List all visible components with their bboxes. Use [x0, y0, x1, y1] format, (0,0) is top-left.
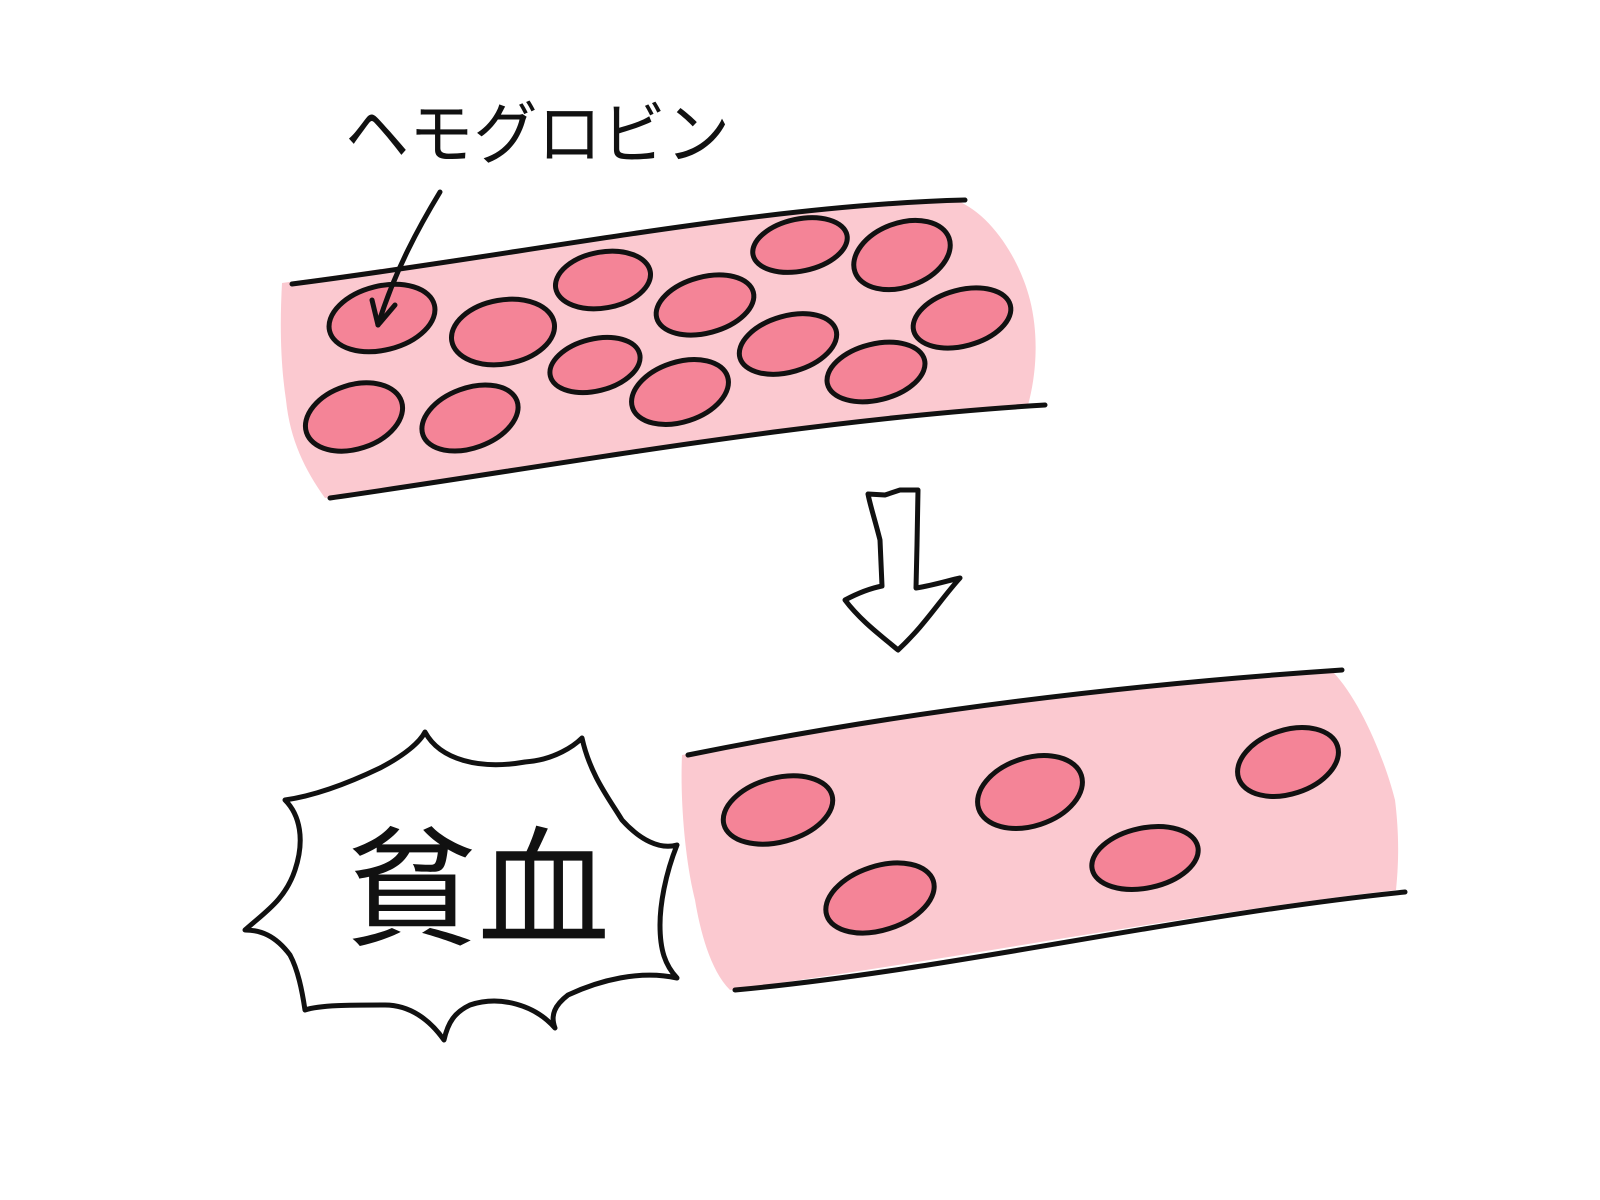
red-blood-cell — [910, 285, 1014, 351]
red-blood-cell — [1235, 725, 1341, 799]
pointer-arrow-icon — [369, 189, 443, 328]
vessel-top-wall — [289, 197, 968, 287]
red-blood-cells-anemic — [720, 725, 1341, 936]
vessel-bottom-wall — [327, 402, 1048, 501]
red-blood-cell — [302, 380, 406, 454]
red-blood-cell — [448, 296, 558, 368]
vessel-bottom-wall — [732, 889, 1408, 993]
red-blood-cell — [547, 334, 643, 396]
anemia-burst: 貧血 — [242, 729, 680, 1043]
vessel-top-wall — [685, 667, 1345, 758]
red-blood-cell — [823, 860, 937, 936]
down-arrow-icon — [842, 487, 963, 653]
burst-outline — [242, 729, 680, 1043]
red-blood-cell — [552, 248, 654, 312]
red-blood-cell — [629, 357, 731, 427]
red-blood-cell — [975, 753, 1085, 831]
red-blood-cell — [653, 272, 757, 338]
red-blood-cell — [736, 311, 840, 377]
hemoglobin-label: ヘモグロビン — [345, 96, 730, 175]
red-blood-cell — [1089, 824, 1201, 892]
red-blood-cell — [851, 217, 953, 293]
vessel-normal — [280, 197, 1048, 501]
red-blood-cell — [720, 773, 836, 847]
anemia-label: 貧血 — [345, 814, 610, 966]
vessel-anemic — [681, 667, 1408, 993]
red-blood-cell — [419, 382, 521, 454]
red-blood-cell — [750, 215, 850, 275]
red-blood-cell — [824, 339, 928, 405]
red-blood-cells-normal — [302, 215, 1014, 454]
